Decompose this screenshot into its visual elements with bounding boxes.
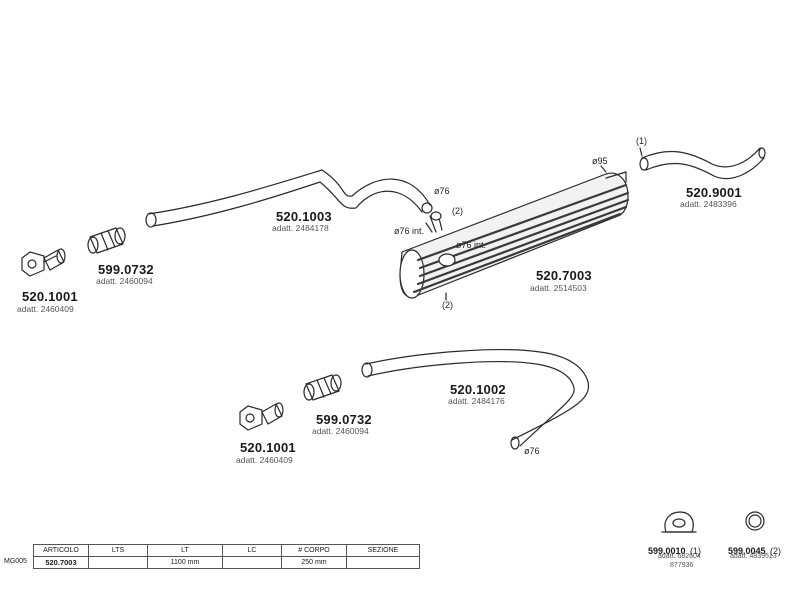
sleeve-599-0732-top — [87, 227, 126, 254]
table-cell — [346, 556, 420, 569]
flange-520-1001-top — [21, 248, 66, 277]
dim-95-outlet: ø95 — [592, 156, 608, 166]
part-ref-520-1001-top: adatt. 2460409 — [17, 304, 74, 314]
note-599-0010: (1) — [690, 546, 701, 556]
table-header: LT — [147, 544, 223, 557]
part-number-599-0732-bottom: 599.0732 — [316, 412, 372, 427]
part-number-599-0010: 599.0010 — [648, 546, 686, 556]
part-number-520-1003: 520.1003 — [276, 209, 332, 224]
table-cell: 520.7003 — [33, 556, 89, 569]
note-2-top: (2) — [452, 206, 463, 216]
part-number-520-1001-bottom: 520.1001 — [240, 440, 296, 455]
part-number-520-9001: 520.9001 — [686, 185, 742, 200]
table-cell — [222, 556, 282, 569]
table-header: ARTICOLO — [33, 544, 89, 557]
part-number-520-1002: 520.1002 — [450, 382, 506, 397]
part-number-599-0732-top: 599.0732 — [98, 262, 154, 277]
pipe-520-1003 — [145, 169, 433, 228]
table-cell: 1100 mm — [147, 556, 223, 569]
dim-76-int-right: ø76 int. — [456, 240, 487, 250]
part-ref-520-7003: adatt. 2514503 — [530, 283, 587, 293]
table-header: SEZIONE — [346, 544, 420, 557]
spec-table: ARTICOLO LTS LT LC # CORPO SEZIONE 520.7… — [33, 544, 420, 569]
table-header-row: ARTICOLO LTS LT LC # CORPO SEZIONE — [33, 544, 420, 557]
part-ref1-599-0045: adatt. 4839513 — [730, 553, 777, 560]
pipe-520-9001 — [639, 147, 766, 180]
table-header: LTS — [88, 544, 148, 557]
table-cell: 250 mm — [281, 556, 347, 569]
table-header: LC — [222, 544, 282, 557]
part-number-520-1001-top: 520.1001 — [22, 289, 78, 304]
part-label-599-0045: 599.0045 (2) — [728, 541, 781, 559]
part-ref2-599-0010: 877936 — [670, 562, 694, 569]
table-cell — [88, 556, 148, 569]
model-code: MG005 — [4, 558, 27, 565]
dim-76-lower: ø76 — [524, 446, 540, 456]
table-row: 520.7003 1100 mm 250 mm — [33, 556, 420, 569]
part-ref-520-9001: adatt. 2483396 — [680, 199, 737, 209]
ring-599-0045 — [745, 511, 765, 531]
part-number-520-7003: 520.7003 — [536, 268, 592, 283]
part-ref-599-0732-bottom: adatt. 2460094 — [312, 426, 369, 436]
table-header: # CORPO — [281, 544, 347, 557]
part-label-599-0010: 599.0010 (1) — [648, 541, 701, 559]
part-ref1-599-0010: adatt. 682604 — [658, 553, 701, 560]
sleeve-599-0732-bottom — [303, 374, 342, 401]
note-599-0045: (2) — [770, 546, 781, 556]
part-ref-520-1003: adatt. 2484178 — [272, 223, 329, 233]
pipe-520-1002 — [361, 349, 590, 450]
part-number-599-0045: 599.0045 — [728, 546, 766, 556]
muffler-520-7003 — [399, 171, 630, 299]
hanger-599-0010 — [661, 511, 697, 533]
note-2-bottom: (2) — [442, 300, 453, 310]
dim-76-pipe-end: ø76 — [434, 186, 450, 196]
dim-76-int-left: ø76 int. — [394, 226, 425, 236]
part-ref-599-0732-top: adatt. 2460094 — [96, 276, 153, 286]
flange-520-1001-bottom — [239, 402, 284, 431]
part-ref-520-1002: adatt. 2484176 — [448, 396, 505, 406]
note-1-tailpipe: (1) — [636, 136, 647, 146]
part-ref-520-1001-bottom: adatt. 2460409 — [236, 455, 293, 465]
